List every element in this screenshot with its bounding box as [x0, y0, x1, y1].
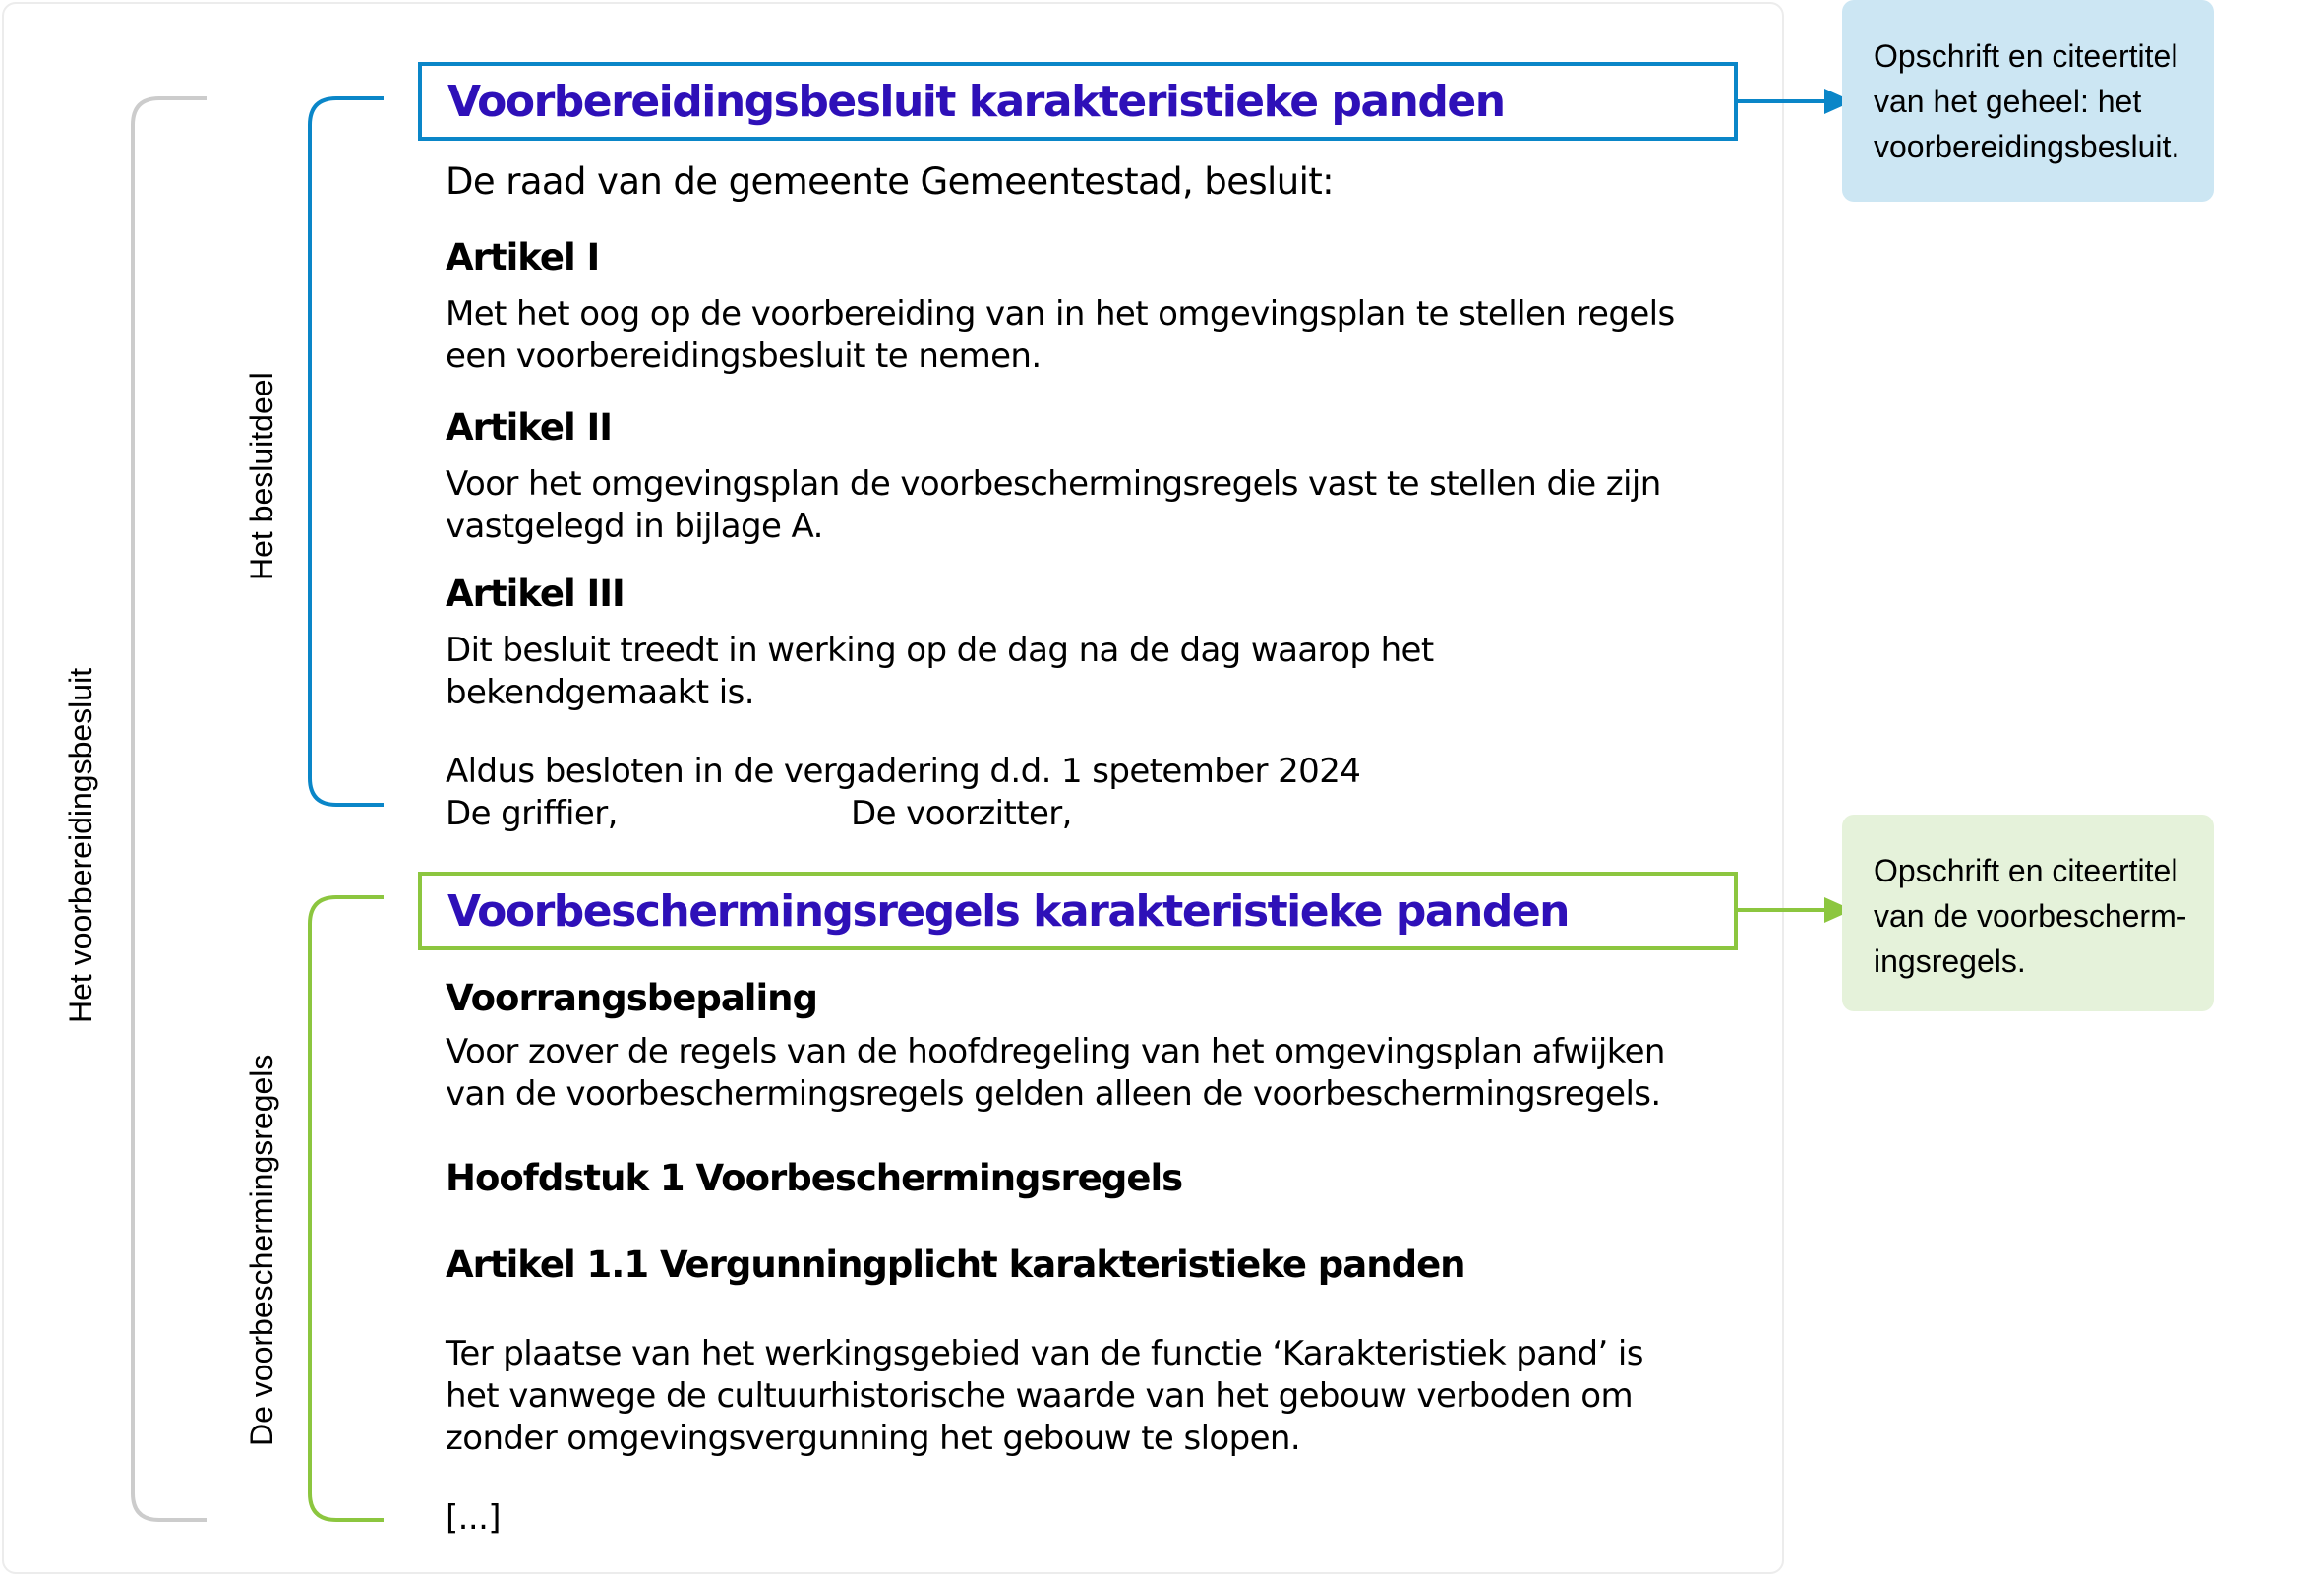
article-1-1-heading: Artikel 1.1 Vergunningplicht karakterist… [446, 1244, 1466, 1286]
signature-chair: De voorzitter, [851, 794, 1072, 833]
regels-title: Voorbeschermingsregels karakteristieke p… [447, 885, 1571, 937]
article-1-1-line-3: zonder omgevingsvergunning het gebouw te… [446, 1419, 1301, 1458]
article-3-line-1: Dit besluit treedt in werking op de dag … [446, 631, 1434, 670]
callout-regels-title: Opschrift en citeertitel van de voorbesc… [1842, 815, 2214, 1011]
article-1-1-line-1: Ter plaatse van het werkingsgebied van d… [446, 1334, 1643, 1373]
signature-clerk: De griffier, [446, 794, 618, 833]
article-3-line-2: bekendgemaakt is. [446, 673, 755, 712]
besluit-intro: De raad van de gemeente Gemeentestad, be… [446, 160, 1335, 203]
label-decision-part: Het besluitdeel [244, 372, 279, 580]
article-1-line-2: een voorbereidingsbesluit te nemen. [446, 336, 1042, 376]
article-1-1-line-2: het vanwege de cultuurhistorische waarde… [446, 1376, 1634, 1416]
priority-line-2: van de voorbeschermingsregels gelden all… [446, 1074, 1661, 1114]
besluit-title: Voorbereidingsbesluit karakteristieke pa… [447, 76, 1506, 127]
label-whole-decision: Het voorbereidingsbesluit [63, 667, 98, 1023]
callout-green-line-3: ingsregels. [1874, 943, 2026, 979]
ellipsis: [...] [446, 1498, 502, 1538]
closing-line: Aldus besloten in de vergadering d.d. 1 … [446, 752, 1361, 791]
callout-blue-line-3: voorbereidingsbesluit. [1874, 129, 2180, 164]
article-2-heading: Artikel II [446, 406, 613, 449]
priority-line-1: Voor zover de regels van de hoofdregelin… [446, 1032, 1665, 1071]
article-1-heading: Artikel I [446, 236, 600, 278]
regels-title-box: Voorbeschermingsregels karakteristieke p… [418, 872, 1738, 950]
article-2-line-2: vastgelegd in bijlage A. [446, 507, 823, 546]
article-3-heading: Artikel III [446, 573, 626, 615]
article-2-line-1: Voor het omgevingsplan de voorbeschermin… [446, 464, 1661, 504]
callout-besluit-title: Opschrift en citeertitel van het geheel:… [1842, 0, 2214, 202]
chapter-heading: Hoofdstuk 1 Voorbeschermingsregels [446, 1157, 1183, 1199]
priority-heading: Voorrangsbepaling [446, 977, 818, 1019]
callout-green-line-1: Opschrift en citeertitel [1874, 853, 2178, 888]
callout-green-line-2: van de voorbescherm- [1874, 898, 2187, 934]
callout-blue-line-1: Opschrift en citeertitel [1874, 38, 2178, 74]
article-1-line-1: Met het oog op de voorbereiding van in h… [446, 294, 1675, 334]
besluit-title-box: Voorbereidingsbesluit karakteristieke pa… [418, 62, 1738, 141]
document-panel [2, 2, 1784, 1574]
callout-blue-line-2: van het geheel: het [1874, 84, 2142, 119]
label-protection-rules: De voorbeschermingsregels [244, 1054, 279, 1446]
